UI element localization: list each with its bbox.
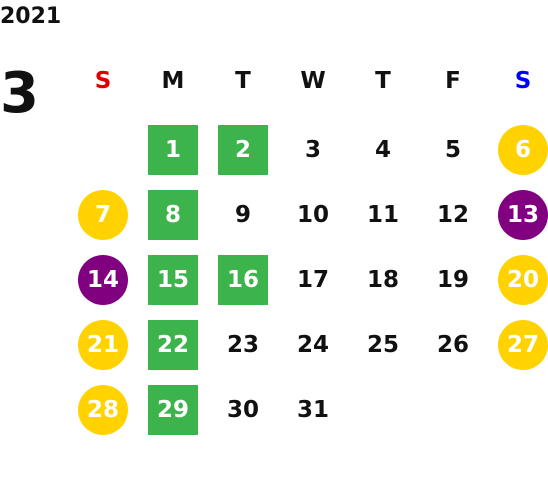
day-30[interactable]: 30	[226, 397, 259, 423]
year-label: 2021	[0, 4, 62, 29]
day-25[interactable]: 25	[366, 332, 399, 358]
day-9[interactable]: 9	[234, 202, 251, 228]
day-15[interactable]: 15	[148, 255, 198, 305]
day-27[interactable]: 27	[498, 320, 548, 370]
weekday-thursday: T	[375, 68, 391, 94]
weekday-tuesday: T	[235, 68, 251, 94]
day-17[interactable]: 17	[296, 267, 329, 293]
day-7[interactable]: 7	[78, 190, 128, 240]
weekday-friday: F	[445, 68, 461, 94]
month-number: 3	[0, 61, 39, 126]
weekday-saturday: S	[514, 68, 532, 94]
day-14[interactable]: 14	[78, 255, 128, 305]
day-3[interactable]: 3	[304, 137, 321, 163]
day-1[interactable]: 1	[148, 125, 198, 175]
day-11[interactable]: 11	[366, 202, 399, 228]
day-28[interactable]: 28	[78, 385, 128, 435]
day-21[interactable]: 21	[78, 320, 128, 370]
day-29[interactable]: 29	[148, 385, 198, 435]
day-16[interactable]: 16	[218, 255, 268, 305]
day-23[interactable]: 23	[226, 332, 259, 358]
day-6[interactable]: 6	[498, 125, 548, 175]
day-10[interactable]: 10	[296, 202, 329, 228]
day-2[interactable]: 2	[218, 125, 268, 175]
weekday-wednesday: W	[300, 68, 326, 94]
day-26[interactable]: 26	[436, 332, 469, 358]
day-31[interactable]: 31	[296, 397, 329, 423]
day-8[interactable]: 8	[148, 190, 198, 240]
weekday-sunday: S	[94, 68, 112, 94]
day-22[interactable]: 22	[148, 320, 198, 370]
day-24[interactable]: 24	[296, 332, 329, 358]
day-18[interactable]: 18	[366, 267, 399, 293]
weekday-monday: M	[161, 68, 185, 94]
day-19[interactable]: 19	[436, 267, 469, 293]
day-13[interactable]: 13	[498, 190, 548, 240]
day-5[interactable]: 5	[444, 137, 461, 163]
day-12[interactable]: 12	[436, 202, 469, 228]
day-4[interactable]: 4	[374, 137, 391, 163]
day-20[interactable]: 20	[498, 255, 548, 305]
